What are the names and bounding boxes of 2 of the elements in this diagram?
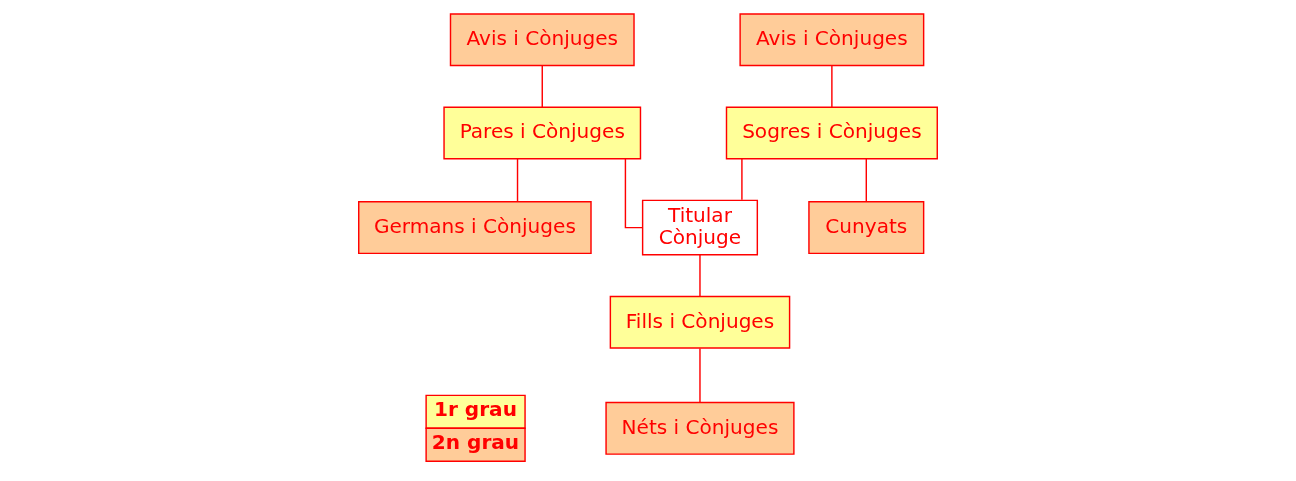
legend-label: 1r grau: [434, 396, 517, 421]
legend-label: 2n grau: [431, 429, 520, 454]
